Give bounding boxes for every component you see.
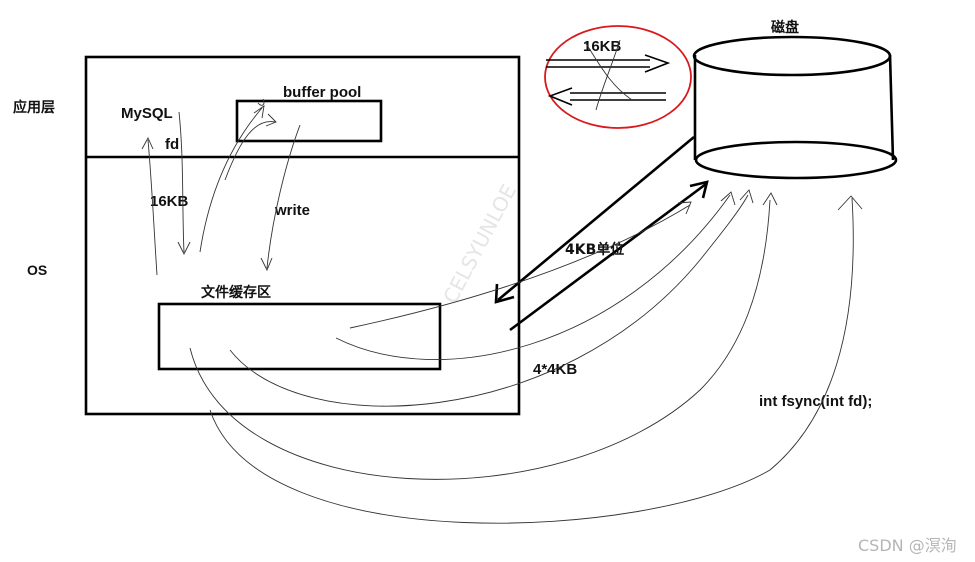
- file-cache-label: 文件缓存区: [201, 284, 271, 301]
- flush-curve-1: [349, 201, 692, 329]
- buffer-pool-loop-stroke: [224, 98, 277, 181]
- cross-stroke-2: [595, 39, 621, 111]
- mysql-label: MySQL: [121, 105, 173, 122]
- transfer-right-arrow: [546, 54, 671, 73]
- app-layer-label: 应用层: [13, 99, 55, 116]
- os-layer-label: OS: [27, 262, 47, 278]
- flush-curve-2: [335, 191, 736, 360]
- size-16kb-label: 16KB: [150, 193, 189, 210]
- unit-4kb-label: 4KB单位: [565, 241, 624, 258]
- read-16kb-arrow: [177, 111, 191, 256]
- file-cache-box: [157, 302, 442, 371]
- transfer-left-arrow: [547, 87, 666, 106]
- highlight-circle: [544, 25, 692, 129]
- buffer-pool-box: [235, 99, 383, 143]
- disk-cylinder: [692, 35, 898, 180]
- fd-label: fd: [165, 136, 179, 153]
- buffer-pool-fetch-arrow: [199, 105, 265, 253]
- write-label: write: [274, 202, 310, 219]
- background-watermark: CELSYUNLOE: [438, 180, 521, 307]
- page-16kb-label: 16KB: [583, 38, 622, 55]
- flush-curve-3: [229, 189, 754, 407]
- cross-stroke-1: [584, 41, 633, 101]
- mysql-fd-arrow: [141, 136, 158, 276]
- fsync-signature-label: int fsync(int fd);: [759, 393, 872, 410]
- csdn-watermark: CSDN @溟洵: [858, 536, 957, 555]
- flush-curve-4: [189, 192, 778, 480]
- flush-curve-5: [209, 195, 863, 524]
- disk-label: 磁盘: [771, 19, 799, 36]
- cache-to-disk-arrow: [509, 180, 709, 332]
- system-box: [84, 55, 521, 416]
- buffer-pool-label: buffer pool: [283, 84, 361, 101]
- write-arrow: [260, 124, 301, 272]
